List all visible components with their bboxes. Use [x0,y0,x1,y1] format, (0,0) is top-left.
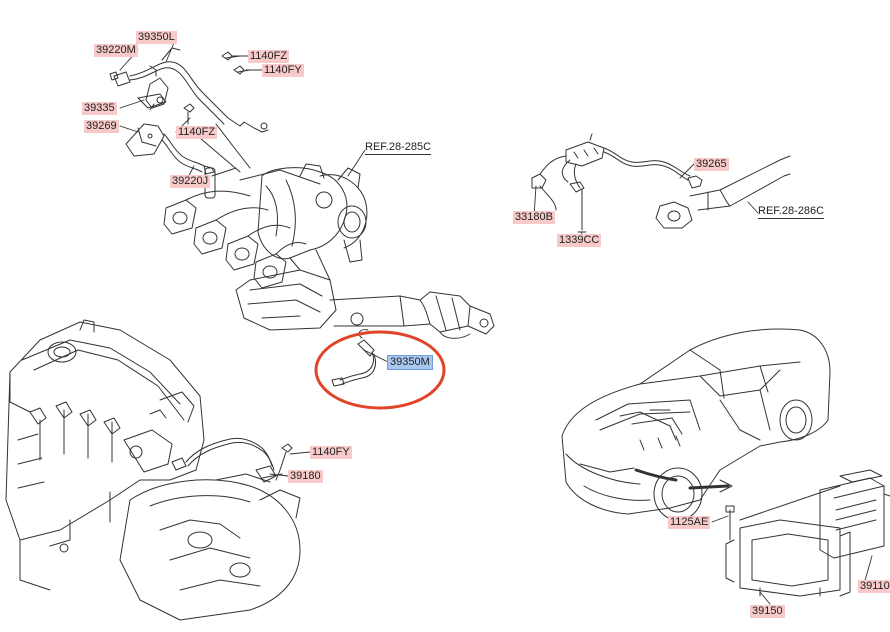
part-label-1140fy-lower[interactable]: 1140FY [310,446,352,459]
exhaust-manifold [163,163,495,339]
leader-lines [119,37,873,605]
part-label-39180[interactable]: 39180 [288,470,323,483]
part-label-39335[interactable]: 39335 [82,102,117,115]
ref-label-28-286c[interactable]: REF.28-286C [758,205,825,219]
part-label-33180b[interactable]: 33180B [513,211,555,224]
part-label-39150[interactable]: 39150 [750,605,785,618]
lower-oxygen-sensor [331,329,376,387]
transmission-housing [119,437,301,621]
part-label-39265[interactable]: 39265 [694,158,729,171]
part-label-39350l[interactable]: 39350L [136,31,177,44]
part-label-1339cc[interactable]: 1339CC [557,234,602,247]
ecu-assembly [725,469,890,597]
engine-block [5,319,205,591]
part-label-39110[interactable]: 39110 [858,580,890,593]
rear-oxygen-sensor-harness [531,133,791,233]
part-label-1140fz-lower[interactable]: 1140FZ [176,126,218,139]
part-label-1125ae[interactable]: 1125AE [668,516,711,529]
part-label-39269[interactable]: 39269 [84,120,119,133]
part-label-39220j[interactable]: 39220J [170,175,211,188]
ref-label-28-285c[interactable]: REF.28-285C [365,141,432,155]
part-label-1140fy-upper[interactable]: 1140FY [262,64,304,77]
vehicle-illustration [561,328,831,521]
upper-oxygen-sensor-harness [109,47,269,175]
highlight-circle [314,330,446,410]
part-label-39350m[interactable]: 39350M [387,355,433,370]
part-label-1140fz-upper[interactable]: 1140FZ [248,50,290,63]
part-label-39220m[interactable]: 39220M [94,44,138,57]
